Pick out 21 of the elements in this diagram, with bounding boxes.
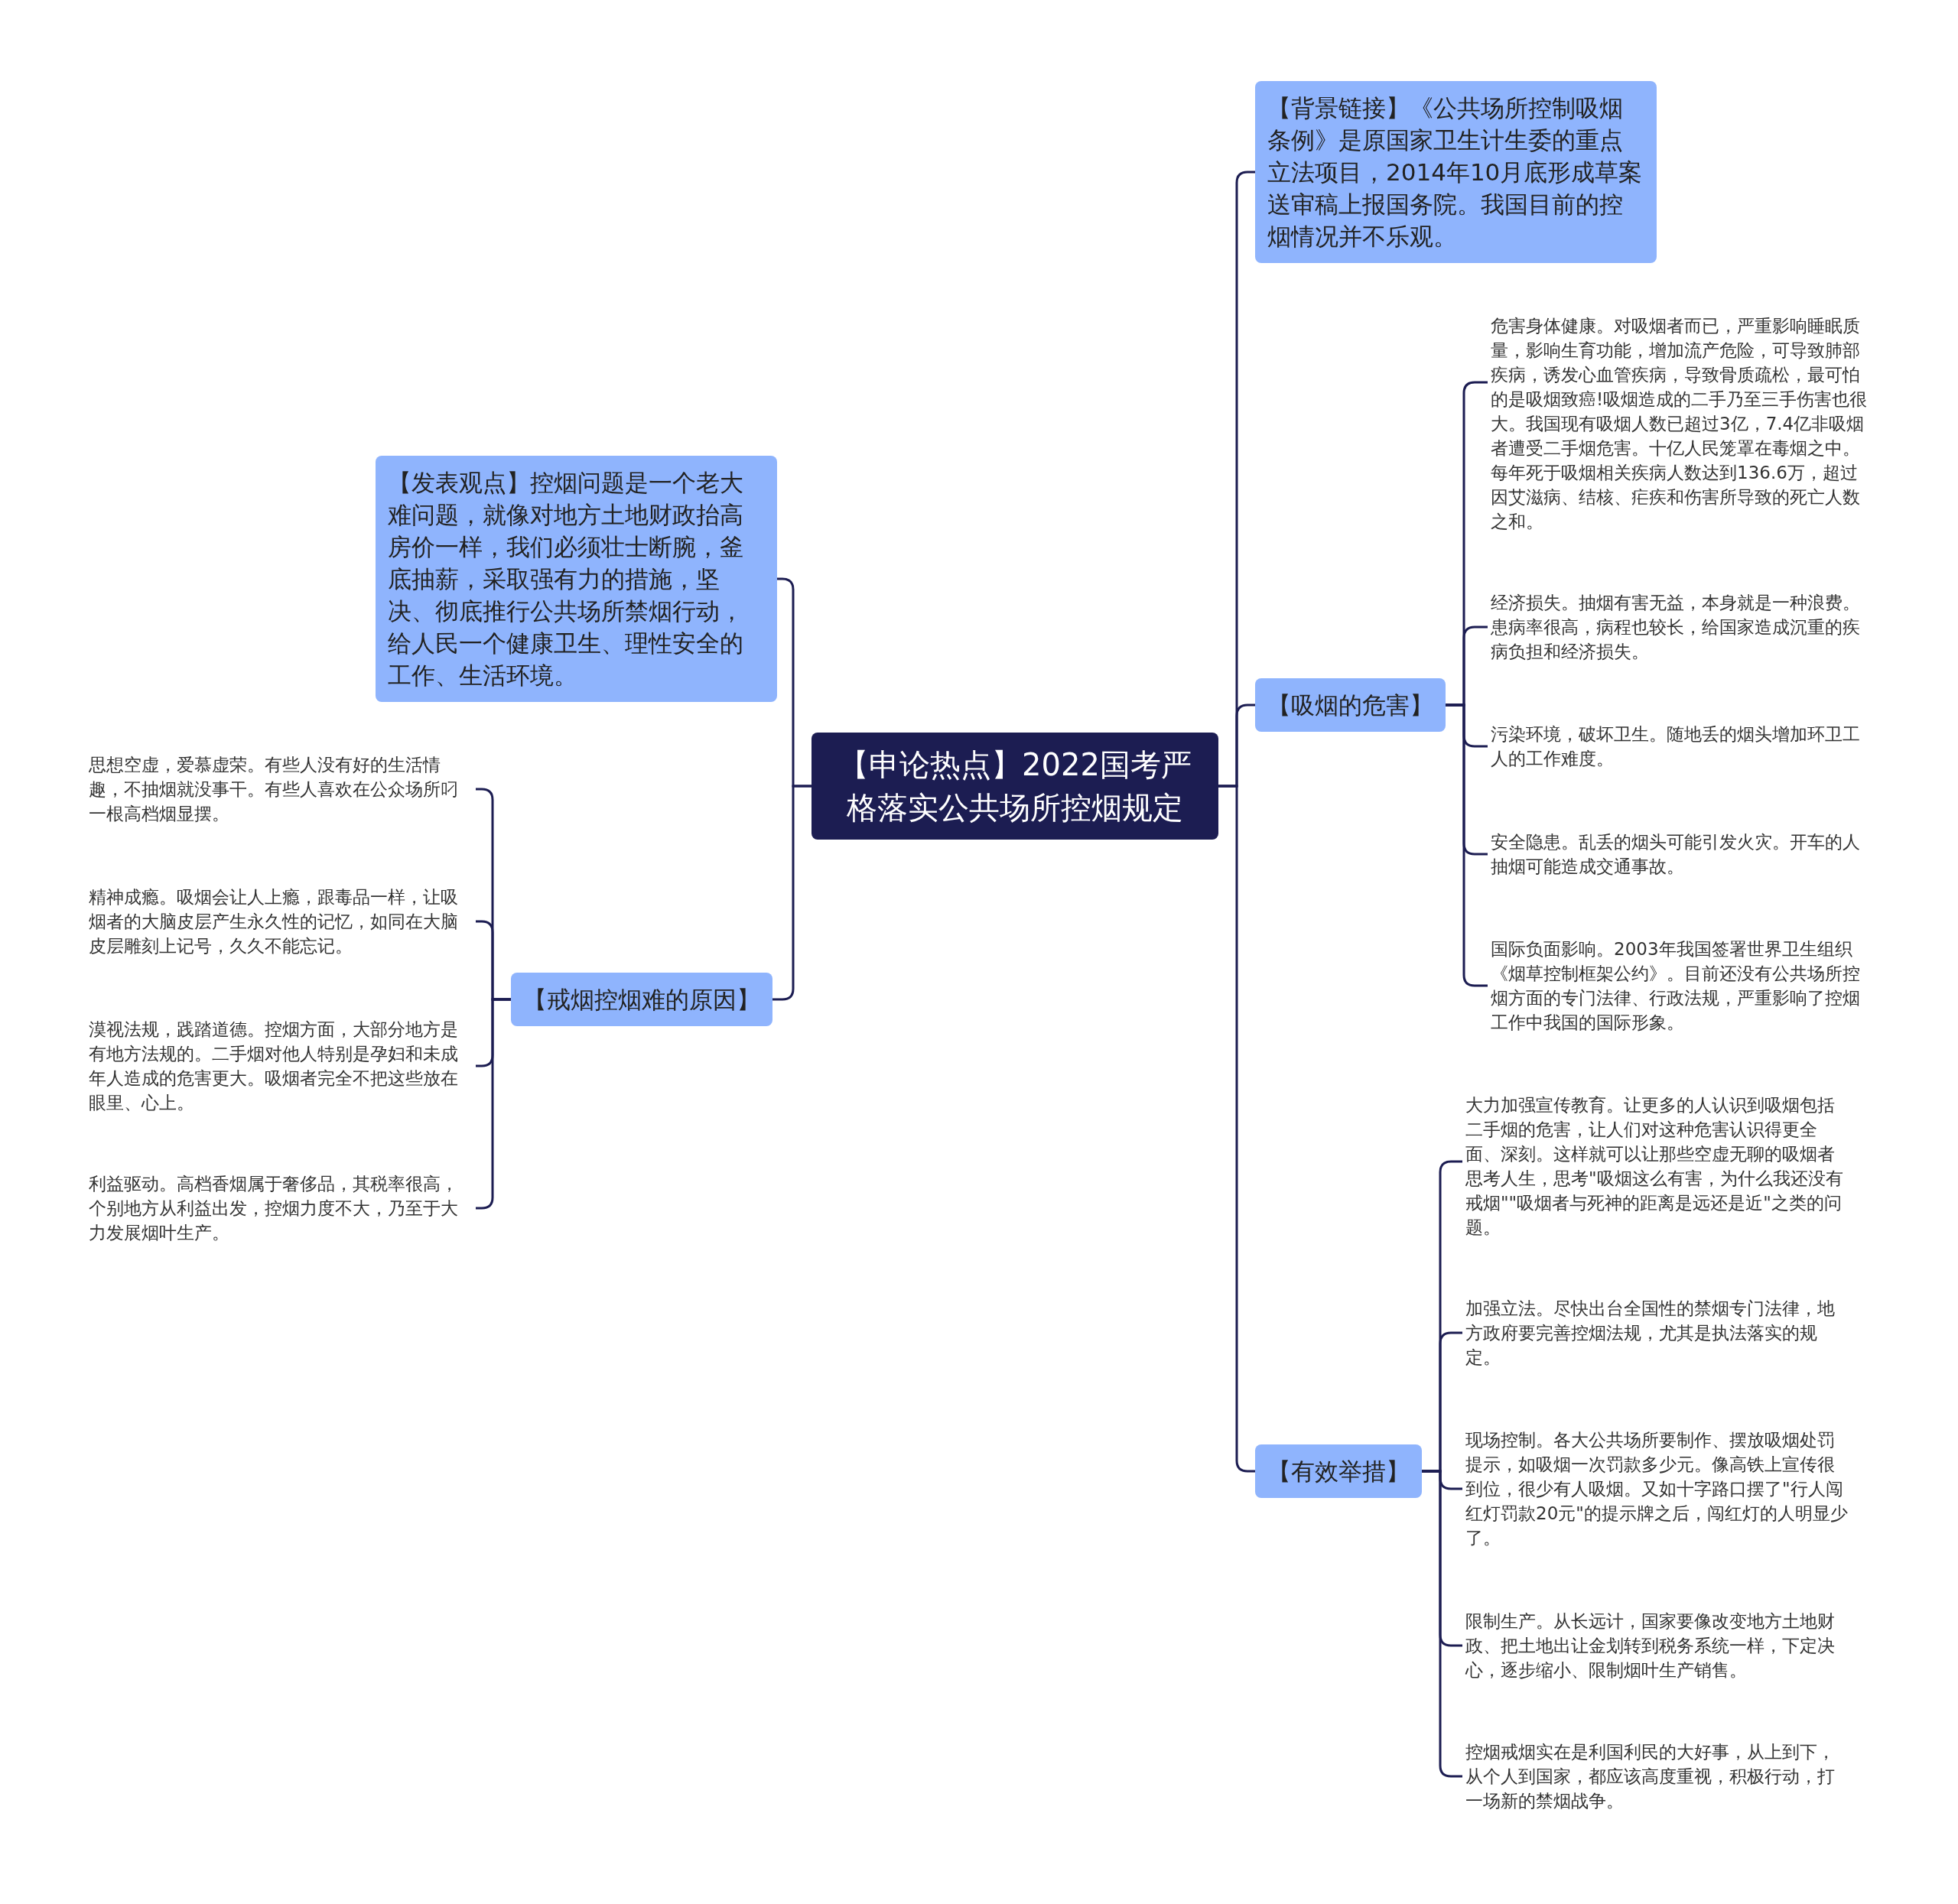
note-text: 危害身体健康。对吸烟者而已，严重影响睡眠质量，影响生育功能，增加流产危险，可导致肺部疾病，诱发心血管疾病，导致骨质疏松，最可怕的是吸烟致癌!吸烟造成的二手乃至三手伤害也很大。我国现有吸烟人数已超过3亿，7.4亿非吸烟者遭受二手烟危害。十亿人民笼罩在毒烟之中。每年死于吸烟相关疾病人数达到136.6万，超过因艾滋病、结核、疟疾和伤害所导致的死亡人数之和。 (1488, 314, 1878, 534)
note-text: 漠视法规，践踏道德。控烟方面，大部分地方是有地方法规的。二手烟对他人特别是孕妇和未成年人造成的危害更大。吸烟者完全不把这些放在眼里、心上。 (86, 1017, 476, 1115)
central-topic-box: 【申论热点】2022国考严格落实公共场所控烟规定 (811, 733, 1218, 840)
connector-line (1218, 785, 1255, 1473)
note-text: 大力加强宣传教育。让更多的人认识到吸烟包括二手烟的危害，让人们对这种危害认识得更全面、深刻。这样就可以让那些空虚无聊的吸烟者思考人生，思考"吸烟这么有害，为什么我还没有戒烟""吸烟者与死神的距离是远还是近"之类的问题。 (1462, 1093, 1852, 1240)
note-text: 控烟戒烟实在是利国利民的大好事，从上到下，从个人到国家，都应该高度重视，积极行动，打一场新的禁烟战争。 (1462, 1740, 1852, 1813)
note-text: 加强立法。尽快出台全国性的禁烟专门法律，地方政府要完善控烟法规，尤其是执法落实的规定。 (1462, 1296, 1852, 1370)
note-text: 经济损失。抽烟有害无益，本身就是一种浪费。患病率很高，病程也较长，给国家造成沉重的疾病负担和经济损失。 (1488, 590, 1878, 664)
note-text: 限制生产。从长远计，国家要像改变地方土地财政、把土地出让金划转到税务系统一样，下定决心，逐步缩小、限制烟叶生产销售。 (1462, 1609, 1852, 1682)
note-text: 思想空虚，爱慕虚荣。有些人没有好的生活情趣，不抽烟就没事干。有些人喜欢在公众场所叼一根高档烟显摆。 (86, 752, 476, 826)
topic-box: 【吸烟的危害】 (1255, 678, 1446, 732)
note-text: 安全隐患。乱丢的烟头可能引发火灾。开车的人抽烟可能造成交通事故。 (1488, 830, 1878, 879)
topic-box: 【发表观点】控烟问题是一个老大难问题，就像对地方土地财政抬高房价一样，我们必须壮士断腕，釜底抽薪，采取强有力的措施，坚决、彻底推行公共场所禁烟行动，给人民一个健康卫生、理性安全的工作、生活环境。 (376, 456, 777, 702)
note-text: 现场控制。各大公共场所要制作、摆放吸烟处罚提示，如吸烟一次罚款多少元。像高铁上宣传很到位，很少有人吸烟。又如十字路口摆了"行人闯红灯罚款20元"的提示牌之后，闯红灯的人明显少了。 (1462, 1428, 1852, 1550)
topic-box: 【有效举措】 (1255, 1444, 1422, 1498)
topic-box: 【戒烟控烟难的原因】 (511, 973, 772, 1026)
topic-box: 【背景链接】《公共场所控制吸烟条例》是原国家卫生计生委的重点立法项目，2014年10月底形成草案送审稿上报国务院。我国目前的控烟情况并不乐观。 (1255, 81, 1657, 263)
note-text: 利益驱动。高档香烟属于奢侈品，其税率很高，个别地方从利益出发，控烟力度不大，乃至于大力发展烟叶生产。 (86, 1171, 476, 1245)
note-text: 污染环境，破坏卫生。随地丢的烟头增加环卫工人的工作难度。 (1488, 722, 1878, 771)
note-text: 精神成瘾。吸烟会让人上瘾，跟毒品一样，让吸烟者的大脑皮层产生永久性的记忆，如同在大脑皮层雕刻上记号，久久不能忘记。 (86, 885, 476, 958)
note-text: 国际负面影响。2003年我国签署世界卫生组织《烟草控制框架公约》。目前还没有公共场所控烟方面的专门法律、行政法规，严重影响了控烟工作中我国的国际形象。 (1488, 937, 1878, 1035)
